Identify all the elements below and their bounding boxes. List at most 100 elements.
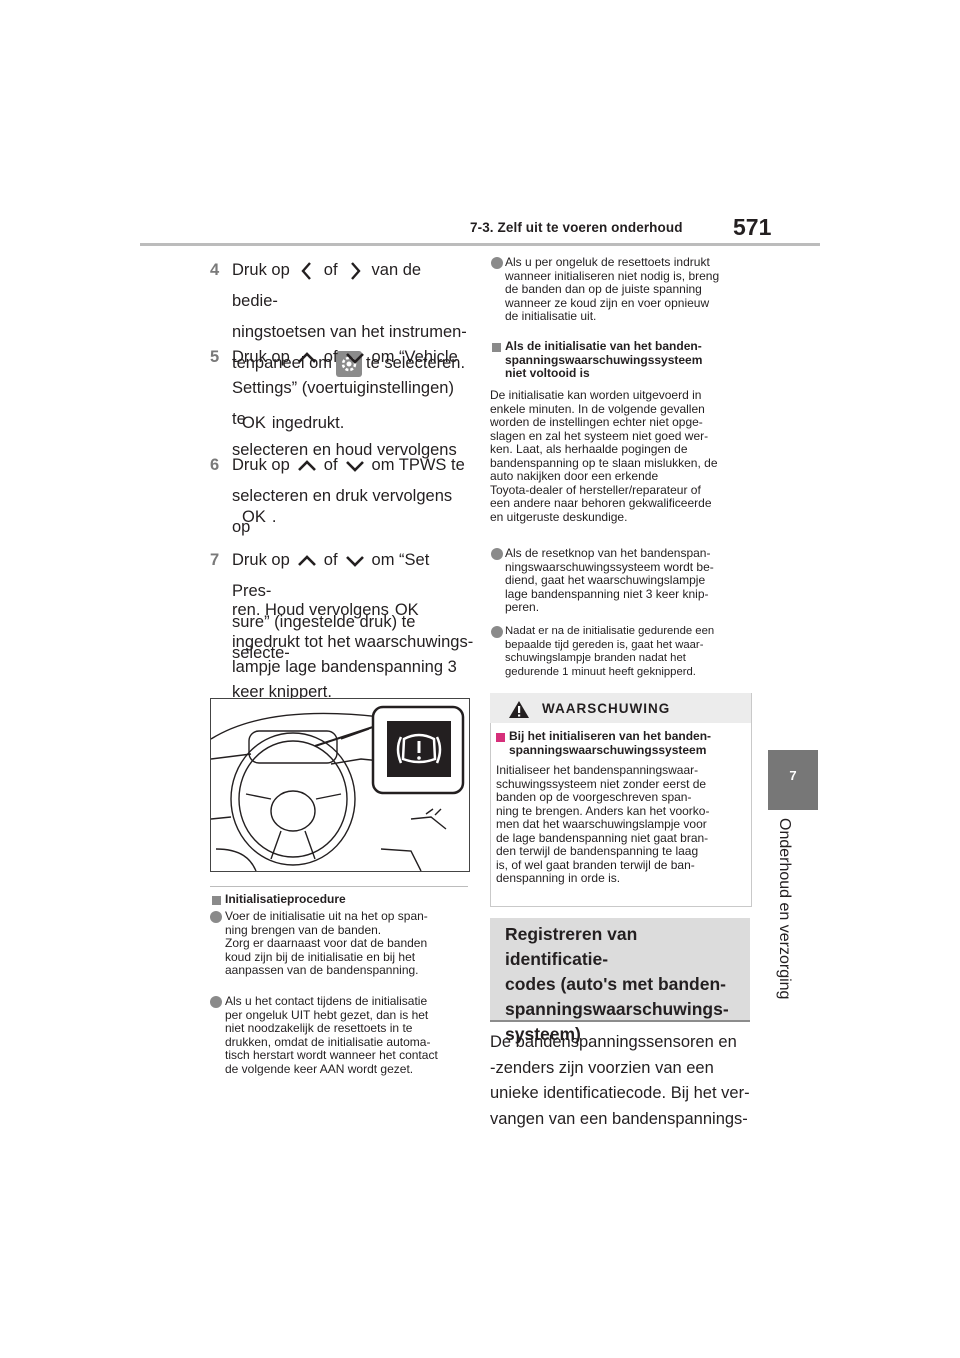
step-text: Druk op [232, 551, 290, 569]
text-line: ning te brengen. Anders kan het voorko- [496, 803, 710, 818]
section-divider [210, 886, 468, 887]
warning-header [490, 693, 751, 723]
chevron-down-icon [345, 555, 364, 567]
text-line: den terwijl de bandenspanning te laag [496, 844, 699, 858]
text-line: peren. [505, 600, 540, 614]
text-line: is, of wel gaat branden terwijl de ban- [496, 857, 695, 872]
text-line: systeem) [505, 1024, 581, 1044]
text-line: koud zijn bij de initialisatie en bij he… [225, 949, 416, 964]
text-line: Voer de initialisatie uit na het op span… [225, 909, 428, 923]
text-line: niet noodzakelijk de resettoets in te [225, 1021, 413, 1035]
step-text: te selecteren. [366, 354, 466, 372]
square-bullet-icon [496, 733, 505, 742]
step-text: van de bedie- [232, 261, 422, 310]
text-line: enkele minuten. In de volgende gevallen [490, 401, 705, 416]
text-line: Registreren van identificatie- [505, 924, 638, 969]
step-text: ningstoetsen van het instrumen- [232, 323, 467, 341]
chapter-title: Onderhoud en verzorging [776, 818, 793, 1000]
step-text: om “Vehicle [371, 348, 458, 366]
step-text: Settings” (voertuiginstellingen) te [232, 379, 454, 428]
bullet-icon [491, 626, 503, 638]
step-6-ok-line: OK. [236, 508, 276, 527]
text-line: spanningswaarschuwingssysteem [505, 352, 703, 367]
step-text: Druk op [232, 348, 290, 366]
ok-button-label: OK [242, 414, 266, 432]
ok-button-label: OK [394, 601, 419, 619]
text-line: de lage bandenspanning niet gaat bran- [496, 830, 709, 845]
text-line: Als de initialisatie van het banden- [505, 339, 702, 353]
warning-triangle-icon [509, 701, 529, 718]
step-text: om “Set Pres- [232, 551, 430, 600]
text-line: diend, gaat het waarschuwingslampje [505, 573, 706, 587]
text-line: vangen van een bandenspannings- [490, 1109, 748, 1128]
text-line: schuwingssysteem niet zonder eerst de [496, 776, 707, 791]
text-line: Nadat er na de initialisatie gedurende e… [505, 625, 715, 637]
step-text: keer knippert. [232, 683, 332, 701]
step-number: 6 [210, 456, 220, 474]
bullet-icon [210, 996, 222, 1008]
text-line: niet voltooid is [505, 366, 590, 380]
ok-button-label: OK [242, 508, 266, 526]
chevron-left-icon [301, 261, 311, 280]
text-line: de initialisatie uit. [505, 309, 597, 323]
text-line: auto nakijken door een erkende [490, 469, 659, 483]
text-line: slagen en zal het systeem niet goed wer- [490, 428, 709, 443]
text-line: Toyota-dealer of hersteller/reparateur o… [490, 482, 701, 497]
text-line: Als de resetknop van het bandenspan- [505, 546, 711, 560]
step-text: of [323, 348, 338, 366]
step-text: selecteren en houd vervolgens [232, 441, 457, 459]
warning-text: Initialiseer het bandenspanningswaar- sc… [496, 763, 746, 886]
text-line: ningswaarschuwingssysteem wordt be- [505, 559, 714, 574]
reset-button-bullet: Als de resetknop van het bandenspan- nin… [505, 546, 755, 615]
section-heading: Registreren van identificatie- codes (au… [505, 922, 745, 1047]
step-text: . [271, 508, 277, 526]
chevron-up-icon [297, 459, 316, 471]
text-line: De initialisatie kan worden uitgevoerd i… [490, 388, 702, 402]
reset-bullet: Als u per ongeluk de resettoets indrukt … [505, 255, 755, 324]
text-line: unieke identificatiecode. Bij het ver- [490, 1084, 750, 1102]
step-number: 4 [210, 261, 220, 279]
bullet-icon [491, 257, 503, 269]
text-line: spanningswaarschuwings- [505, 999, 729, 1019]
init-bullet-1: Voer de initialisatie uit na het op span… [225, 909, 475, 978]
chevron-up-icon [297, 351, 316, 363]
step-text: of [323, 456, 338, 474]
chevron-right-icon [350, 261, 361, 280]
square-bullet-icon [492, 343, 501, 352]
bullet-icon [491, 548, 503, 560]
text-line: codes (auto's met banden- [505, 974, 726, 994]
text-line: bandenspanning op te slaan mislukken, de [490, 455, 718, 470]
section-body: De bandenspanningssensoren en -zenders z… [490, 1030, 760, 1132]
bullet-icon [210, 911, 222, 923]
chapter-tab [768, 750, 818, 810]
tire-pressure-warning-icon [396, 733, 442, 764]
text-line: drukken, omdat de initialisatie automa- [225, 1034, 431, 1049]
text-line: per ongeluk UIT hebt gezet, dan is het [225, 1007, 429, 1022]
step-text: of [323, 551, 338, 569]
square-bullet-icon [212, 896, 221, 905]
chevron-up-icon [297, 554, 316, 566]
chapter-number: 7 [789, 768, 797, 783]
chevron-down-icon [345, 460, 364, 472]
dashboard-illustration [210, 698, 470, 872]
header-rule [140, 243, 820, 246]
text-line: worden de instellingen echter niet opge- [490, 415, 703, 429]
text-line: Als u het contact tijdens de initialisat… [225, 994, 428, 1008]
text-line: tisch herstart wordt wanneer het contact [225, 1048, 438, 1062]
step-text: Druk op [232, 261, 290, 279]
text-line: de volgende keer AAN wordt gezet. [225, 1061, 414, 1076]
step-text: ren. Houd vervolgens [232, 601, 389, 619]
text-line: ning brengen van de banden. [225, 922, 382, 937]
text-line: de banden dan op de juiste spanning [505, 282, 702, 296]
warning-heading: Bij het initialiseren van het banden- sp… [509, 729, 749, 757]
step-text: of [323, 261, 338, 279]
text-line: banden op de voorgeschreven span- [496, 790, 692, 804]
step-text: selecteren en druk vervolgens op [232, 487, 453, 536]
text-line: wanneer initialiseren niet nodig is, bre… [505, 268, 720, 283]
